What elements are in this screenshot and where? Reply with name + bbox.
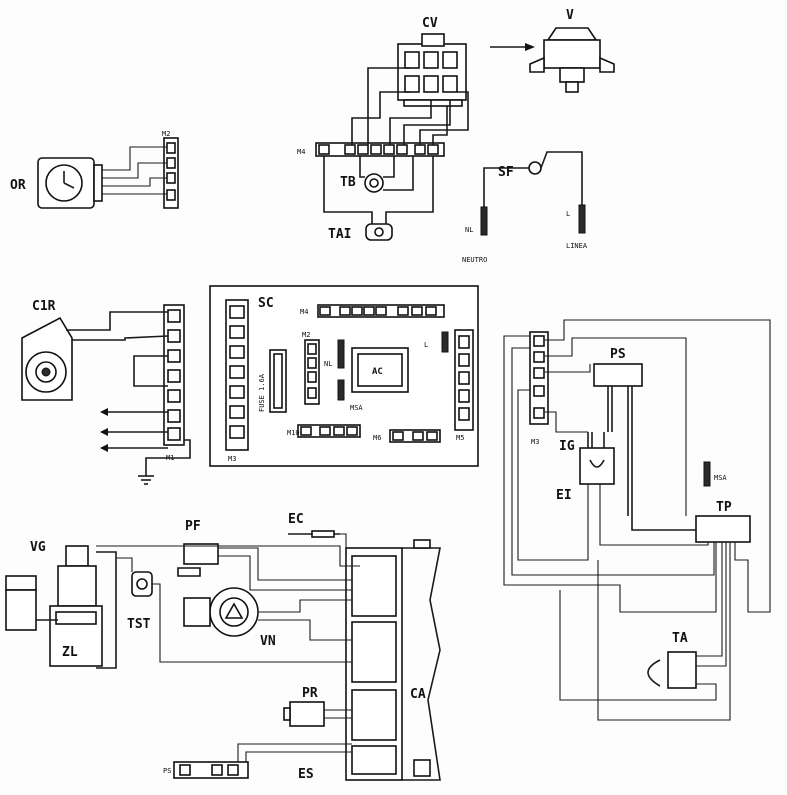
cv-m4-wires — [351, 67, 469, 145]
m3-label: M3 — [228, 455, 236, 463]
v-valve — [529, 27, 615, 93]
ei-label: EI — [556, 488, 572, 503]
sc-l-label: L — [424, 341, 428, 349]
m3-right-label: M3 — [531, 438, 539, 446]
right-panel-wiring — [503, 319, 771, 721]
sc-label: SC — [258, 296, 274, 311]
or-clock — [37, 137, 179, 209]
tp-label: TP — [716, 500, 732, 515]
nl-label: NL — [465, 226, 473, 234]
es-label: ES — [298, 767, 314, 782]
m4-label: M4 — [297, 148, 305, 156]
sf-mains — [480, 151, 586, 236]
linea-label: LINEA — [566, 242, 588, 250]
tai-label: TAI — [328, 227, 351, 242]
c1r-pump — [21, 304, 191, 485]
l-label-top: L — [566, 210, 570, 218]
fuse-label: FUSE 1.6A — [258, 373, 266, 412]
ac-label: AC — [372, 367, 383, 377]
c1r-label: C1R — [32, 299, 56, 314]
vg-label: VG — [30, 540, 46, 555]
pr-label: PR — [302, 686, 318, 701]
neutro-label: NEUTRO — [462, 256, 487, 264]
m1-label: M1 — [166, 454, 174, 462]
or-label: OR — [10, 178, 26, 193]
msa-right-label: MSA — [714, 474, 727, 482]
sc-m4-label: M4 — [300, 308, 308, 316]
m5-label: M5 — [456, 434, 464, 442]
tb-thermostat — [359, 156, 414, 193]
sc-m2-label: M2 — [302, 331, 310, 339]
tai-sensor — [323, 156, 434, 241]
cv-label: CV — [422, 16, 438, 31]
bottom-assemblies — [5, 530, 441, 781]
tb-label: TB — [340, 175, 356, 190]
v-label: V — [566, 8, 574, 23]
m4-terminal-strip — [315, 142, 445, 157]
tst-label: TST — [127, 617, 151, 632]
msa-label: MSA — [350, 404, 363, 412]
m6-label: M6 — [373, 434, 381, 442]
zl-label: ZL — [62, 645, 78, 660]
cv-to-v-arrow — [490, 43, 535, 51]
m10-label: M10 — [287, 429, 300, 437]
sc-nl-label: NL — [324, 360, 332, 368]
ig-label: IG — [559, 439, 575, 454]
vn-label: VN — [260, 634, 276, 649]
ca-label: CA — [410, 687, 426, 702]
ps-label: PS — [610, 347, 626, 362]
cv-connector — [397, 33, 467, 107]
sc-control-board — [209, 285, 479, 467]
ta-label: TA — [672, 631, 688, 646]
sf-label: SF — [498, 165, 514, 180]
m2-top-label: M2 — [162, 130, 170, 138]
pf-label: PF — [185, 519, 201, 534]
ps-left-label: PS — [163, 767, 171, 775]
ec-label: EC — [288, 512, 304, 527]
